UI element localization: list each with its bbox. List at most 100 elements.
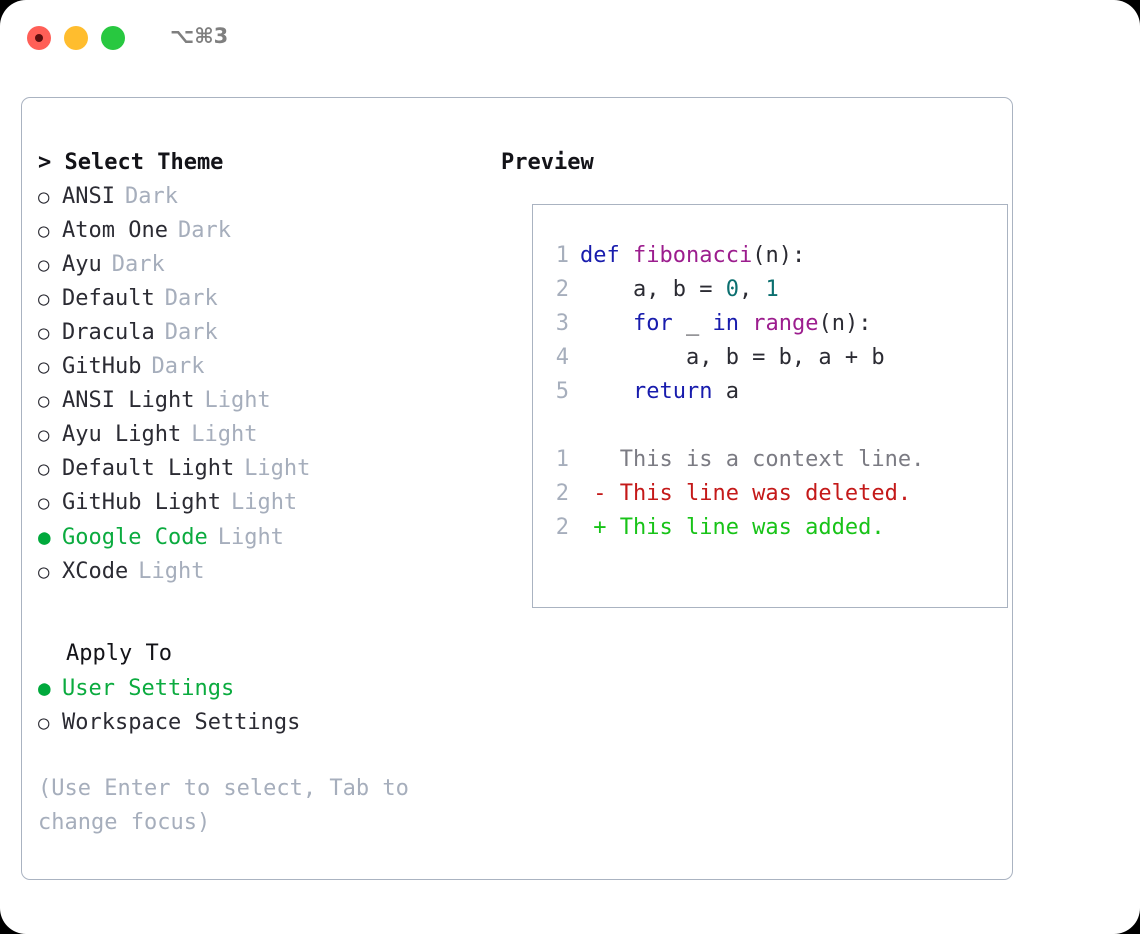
code-token: def bbox=[580, 243, 633, 268]
radio-unselected-icon[interactable]: ○ bbox=[38, 186, 50, 208]
keyboard-shortcut-label: ⌥⌘3 bbox=[170, 24, 229, 48]
line-number: 2 bbox=[555, 277, 569, 302]
theme-category-label: Light bbox=[204, 388, 271, 413]
theme-category-label: Light bbox=[244, 456, 311, 481]
code-token: (n): bbox=[818, 311, 872, 336]
code-line: 1 def fibonacci(n): bbox=[547, 239, 924, 273]
apply-to-option-label: Workspace Settings bbox=[62, 710, 301, 735]
code-line: 5 return a bbox=[547, 375, 924, 409]
preview-heading: Preview bbox=[501, 150, 594, 175]
code-token: (n): bbox=[752, 243, 806, 268]
line-number: 4 bbox=[555, 345, 569, 370]
code-token: in bbox=[712, 311, 739, 336]
radio-unselected-icon[interactable]: ○ bbox=[38, 356, 50, 378]
code-line: 2 a, b = 0, 1 bbox=[547, 273, 924, 307]
line-number: 1 bbox=[555, 243, 569, 268]
radio-unselected-icon[interactable]: ○ bbox=[38, 390, 50, 412]
theme-option-ansi-light[interactable]: ○ ANSI Light Light bbox=[38, 384, 488, 418]
spacer bbox=[38, 740, 488, 772]
theme-option-label: Default bbox=[62, 286, 155, 311]
theme-option-label: Google Code bbox=[62, 525, 208, 550]
radio-unselected-icon[interactable]: ○ bbox=[38, 220, 50, 242]
theme-option-label: GitHub Light bbox=[62, 490, 221, 515]
code-token: , bbox=[738, 277, 766, 302]
line-number: 3 bbox=[555, 311, 569, 336]
theme-option-label: XCode bbox=[62, 559, 129, 584]
radio-unselected-icon[interactable]: ○ bbox=[38, 322, 50, 344]
theme-option-atom-one[interactable]: ○ Atom One Dark bbox=[38, 214, 488, 248]
theme-option-label: Ayu Light bbox=[62, 422, 182, 447]
theme-category-label: Dark bbox=[164, 320, 218, 345]
line-number: 2 bbox=[555, 515, 569, 540]
radio-unselected-icon[interactable]: ○ bbox=[38, 254, 50, 276]
theme-option-label: Ayu bbox=[62, 252, 102, 277]
radio-selected-icon[interactable]: ● bbox=[38, 525, 51, 549]
apply-to-option-workspace-settings[interactable]: ○ Workspace Settings bbox=[38, 706, 488, 740]
diff-line-text: + This line was added. bbox=[580, 515, 885, 540]
theme-option-label: Dracula bbox=[62, 320, 155, 345]
code-token: a bbox=[712, 379, 739, 404]
code-token: return bbox=[632, 379, 713, 404]
apply-to-heading: Apply To bbox=[66, 641, 172, 666]
theme-option-label: GitHub bbox=[62, 354, 142, 379]
code-token: 0 bbox=[725, 277, 739, 302]
keyboard-hint-text: (Use Enter to select, Tab to change focu… bbox=[38, 776, 409, 835]
code-token: a, b = bbox=[580, 277, 726, 302]
apply-to-option-user-settings[interactable]: ● User Settings bbox=[38, 671, 488, 706]
radio-unselected-icon[interactable]: ○ bbox=[38, 712, 50, 734]
close-button[interactable] bbox=[27, 26, 51, 50]
theme-option-label: Default Light bbox=[62, 456, 235, 481]
code-token bbox=[580, 311, 633, 336]
line-number: 2 bbox=[555, 481, 569, 506]
code-token: fibonacci bbox=[632, 243, 753, 268]
radio-unselected-icon[interactable]: ○ bbox=[38, 288, 50, 310]
theme-option-ayu-light[interactable]: ○ Ayu Light Light bbox=[38, 418, 488, 452]
radio-unselected-icon[interactable]: ○ bbox=[38, 561, 50, 583]
line-number: 5 bbox=[555, 379, 569, 404]
theme-option-xcode[interactable]: ○ XCode Light bbox=[38, 555, 488, 589]
apply-to-option-label: User Settings bbox=[62, 676, 235, 701]
radio-unselected-icon[interactable]: ○ bbox=[38, 492, 50, 514]
theme-option-dracula[interactable]: ○ Dracula Dark bbox=[38, 316, 488, 350]
title-bar: ⌥⌘3 bbox=[0, 0, 1140, 78]
apply-to-option-list[interactable]: ● User Settings ○ Workspace Settings bbox=[38, 671, 488, 740]
theme-option-label: ANSI Light bbox=[62, 388, 195, 413]
theme-category-label: Dark bbox=[151, 354, 205, 379]
theme-option-github-light[interactable]: ○ GitHub Light Light bbox=[38, 486, 488, 520]
maximize-button[interactable] bbox=[101, 26, 125, 50]
diff-line-text: This is a context line. bbox=[580, 447, 925, 472]
radio-unselected-icon[interactable]: ○ bbox=[38, 424, 50, 446]
theme-option-ansi[interactable]: ○ ANSI Dark bbox=[38, 180, 488, 214]
diff-line-context: 1 This is a context line. bbox=[547, 443, 925, 477]
theme-category-label: Dark bbox=[124, 184, 178, 209]
theme-category-label: Light bbox=[138, 559, 205, 584]
diff-line-added: 2 + This line was added. bbox=[547, 511, 924, 545]
code-token bbox=[580, 379, 633, 404]
theme-category-label: Dark bbox=[177, 218, 231, 243]
code-token: a, b = b, a + b bbox=[580, 345, 885, 370]
code-blank-line bbox=[547, 409, 924, 443]
code-line: 3 for _ in range(n): bbox=[547, 307, 924, 341]
code-line: 4 a, b = b, a + b bbox=[547, 341, 924, 375]
radio-unselected-icon[interactable]: ○ bbox=[38, 458, 50, 480]
theme-category-label: Light bbox=[230, 490, 298, 515]
theme-option-label: ANSI bbox=[62, 184, 115, 209]
theme-option-github[interactable]: ○ GitHub Dark bbox=[38, 350, 488, 384]
theme-option-label: Atom One bbox=[62, 218, 168, 243]
theme-option-default-light[interactable]: ○ Default Light Light bbox=[38, 452, 488, 486]
theme-category-label: Light bbox=[191, 422, 258, 447]
code-token: range bbox=[752, 311, 819, 336]
minimize-button[interactable] bbox=[64, 26, 88, 50]
radio-selected-icon[interactable]: ● bbox=[38, 676, 51, 700]
